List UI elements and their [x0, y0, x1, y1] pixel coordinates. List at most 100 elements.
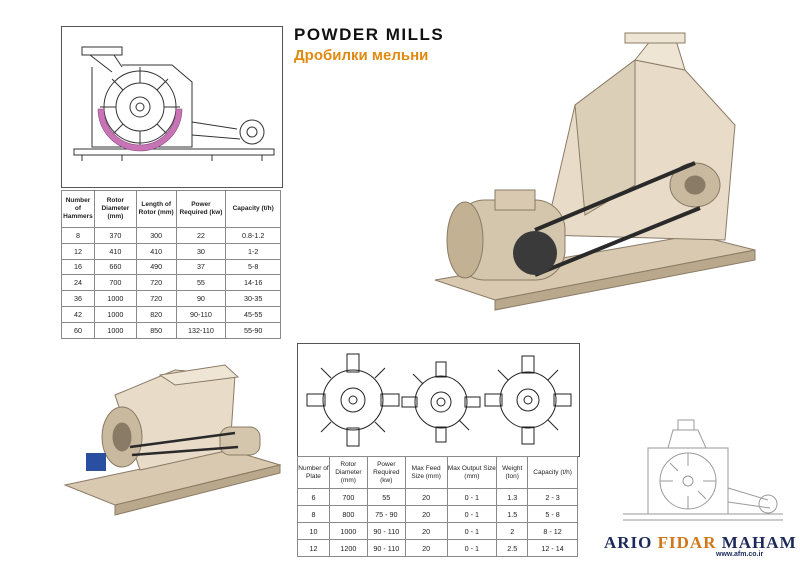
- cell: 700: [328, 488, 368, 506]
- cell: 55-90: [225, 321, 281, 339]
- cell: 10: [297, 522, 330, 540]
- cell: 1000: [93, 321, 137, 339]
- cell: 0 - 1: [446, 505, 498, 523]
- cell: 30-35: [225, 290, 281, 307]
- cell: 1.3: [496, 488, 529, 506]
- column-header: Weight (ton): [496, 456, 529, 489]
- cell: 720: [135, 290, 177, 307]
- plate-mill-spec-table: Number of Plate Rotor Diameter (mm) Powe…: [297, 456, 578, 557]
- cell: 12: [61, 242, 95, 260]
- brand-name-part: ARIO: [604, 533, 653, 552]
- cell: 37: [175, 258, 227, 276]
- powder-mill-machine-illustration: [434, 32, 756, 311]
- cell: 6: [297, 488, 330, 506]
- cell: 20: [404, 522, 448, 540]
- cell: 700: [93, 274, 137, 292]
- column-header: Capacity (t/h): [225, 190, 281, 228]
- cell: 0 - 1: [446, 539, 498, 557]
- cell: 1000: [93, 290, 137, 307]
- column-header: Power Required (kw): [175, 190, 227, 228]
- hammer-mill-spec-table: Number of Hammers Rotor Diameter (mm) Le…: [61, 190, 281, 339]
- cell: 60: [61, 321, 95, 339]
- cell: 75 - 90: [366, 505, 406, 523]
- cell: 90 - 110: [366, 522, 406, 540]
- cell: 55: [366, 488, 406, 506]
- cell: 2.5: [496, 539, 529, 557]
- column-header: Max Feed Size (mm): [404, 456, 448, 489]
- cell: 5 - 8: [527, 505, 578, 523]
- cell: 42: [61, 305, 95, 323]
- cell: 24: [61, 274, 95, 292]
- cell: 1-2: [225, 242, 281, 260]
- cell: 490: [135, 258, 177, 276]
- cell: 12 - 14: [527, 539, 578, 557]
- cell: 2 - 3: [527, 488, 578, 506]
- mill-section-drawing: [73, 46, 275, 161]
- brand-logo: ARIO FIDAR MAHAM: [604, 533, 797, 553]
- cell: 20: [404, 539, 448, 557]
- cell: 660: [93, 258, 137, 276]
- brand-url: www.afm.co.ir: [716, 551, 764, 558]
- page-title: POWDER MILLS: [294, 25, 445, 44]
- cell: 90 - 110: [366, 539, 406, 557]
- cell: 8: [61, 227, 95, 244]
- cell: 1.5: [496, 505, 529, 523]
- cell: 22: [175, 227, 227, 244]
- cell: 55: [175, 274, 227, 292]
- cell: 1000: [93, 305, 137, 323]
- mill-outline-drawing: [623, 419, 783, 521]
- cell: 12: [297, 539, 330, 557]
- cell: 850: [135, 321, 177, 339]
- cell: 45-55: [225, 305, 281, 323]
- cell: 8: [297, 505, 330, 523]
- cell: 90-110: [175, 305, 227, 323]
- small-powder-mill-illustration: [63, 364, 282, 516]
- page-subtitle: Дробилки мельни: [294, 47, 429, 64]
- cell: 300: [135, 227, 177, 244]
- cell: 5-8: [225, 258, 281, 276]
- cell: 16: [61, 258, 95, 276]
- column-header: Capacity (t/h): [527, 456, 578, 489]
- cell: 0 - 1: [446, 488, 498, 506]
- cell: 2: [496, 522, 529, 540]
- table-header-row: Number of Hammers Rotor Diameter (mm) Le…: [61, 190, 281, 228]
- cell: 36: [61, 290, 95, 307]
- cell: 800: [328, 505, 368, 523]
- brand-name-part: FIDAR: [657, 533, 717, 552]
- cell: 20: [404, 505, 448, 523]
- cell: 30: [175, 242, 227, 260]
- cell: 370: [93, 227, 137, 244]
- cell: 1200: [328, 539, 368, 557]
- cell: 0 - 1: [446, 522, 498, 540]
- brand-name-part: MAHAM: [721, 533, 797, 552]
- column-header: Number of Plate: [297, 456, 330, 489]
- cell: 720: [135, 274, 177, 292]
- cell: 20: [404, 488, 448, 506]
- cell: 820: [135, 305, 177, 323]
- cell: 410: [93, 242, 137, 260]
- cell: 132-110: [175, 321, 227, 339]
- column-header: Rotor Diameter (mm): [328, 456, 368, 489]
- table-header-row: Number of Plate Rotor Diameter (mm) Powe…: [297, 456, 578, 489]
- column-header: Max Output Size (mm): [446, 456, 498, 489]
- column-header: Length of Rotor (mm): [135, 190, 177, 228]
- cell: 1000: [328, 522, 368, 540]
- mill-drawing-frame: [61, 26, 283, 188]
- rotor-drawings-frame: [297, 343, 580, 457]
- cell: 8 - 12: [527, 522, 578, 540]
- cell: 90: [175, 290, 227, 307]
- cell: 14-16: [225, 274, 281, 292]
- column-header: Power Required (kw): [366, 456, 406, 489]
- column-header: Number of Hammers: [61, 190, 95, 228]
